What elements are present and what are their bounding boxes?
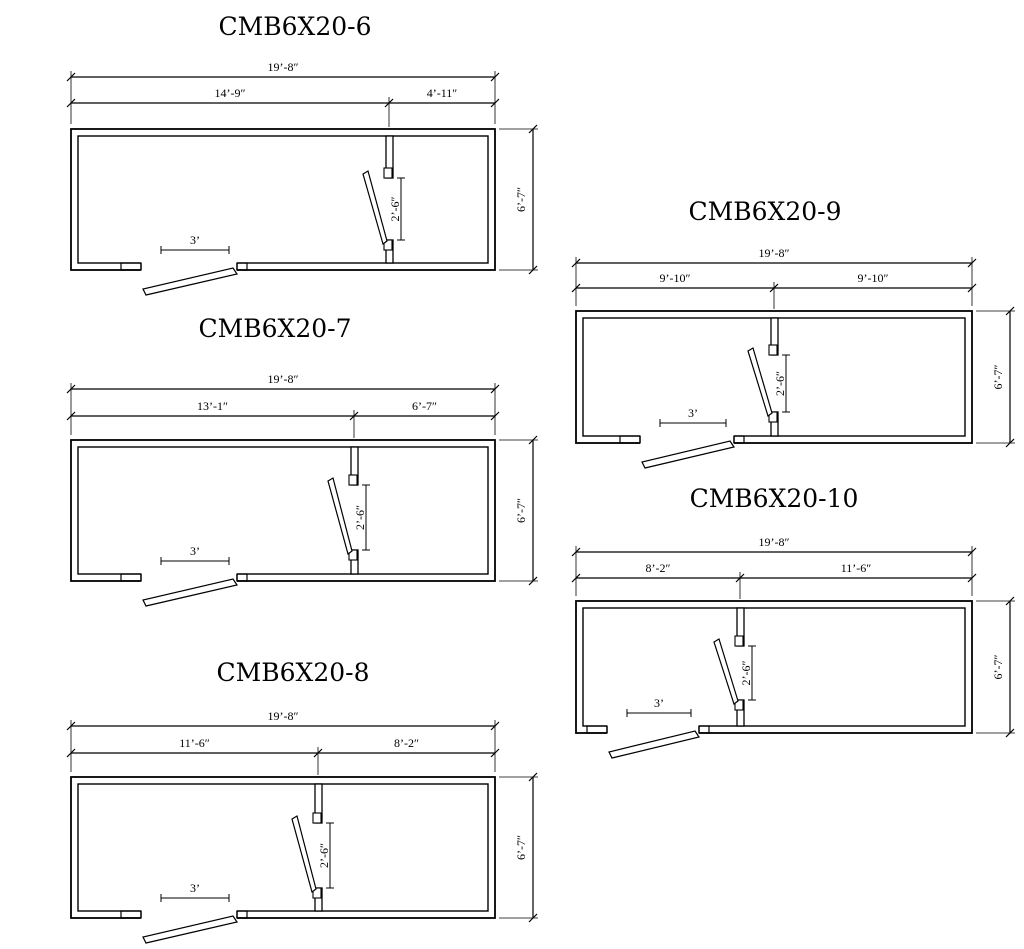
overall-width-dimension: 19’-8″ [268, 60, 299, 74]
partition-jamb-bottom [383, 239, 393, 251]
door-opening [640, 435, 734, 444]
door-jamb-left [120, 262, 142, 271]
door-jamb-left [120, 910, 142, 919]
exterior-door-dimension: 3’ [190, 544, 200, 558]
plan-cmb6x20-8: 3’ 2’-6″ 19’-8″ 11’-6″ 8’-2″ 6’-7″ [66, 709, 538, 944]
inner-wall [77, 783, 489, 912]
right-room-dimension: 9’-10″ [858, 271, 889, 285]
plan-title-cmb6x20-7: CMB6X20-7 [198, 314, 352, 343]
left-room-dimension: 8’-2″ [646, 561, 671, 575]
door-jamb-left [619, 435, 641, 444]
door-jamb-right [236, 573, 248, 582]
exterior-door-leaf [641, 440, 735, 469]
depth-dimension: 6’-7″ [991, 655, 1005, 680]
interior-door-leaf [291, 815, 317, 894]
exterior-door-leaf [142, 915, 238, 944]
interior-door-dimension: 2’-6″ [388, 197, 402, 222]
plan-title-cmb6x20-6: CMB6X20-6 [218, 12, 372, 41]
plan-cmb6x20-9: 3’ 2’-6″ 19’-8″ 9’-10″ 9’-10″ 6’-7″ [571, 246, 1015, 469]
door-jamb-right [236, 262, 248, 271]
exterior-door-dimension: 3’ [688, 406, 698, 420]
plan-cmb6x20-7: 3’ 2’-6″ 19’-8″ 13’-1″ 6’-7″ 6’-7″ [66, 372, 538, 607]
partition-jamb-bottom [348, 549, 358, 561]
overall-width-dimension: 19’-8″ [268, 709, 299, 723]
exterior-door-leaf [142, 267, 238, 296]
door-jamb-left [120, 573, 142, 582]
left-room-dimension: 14’-9″ [215, 86, 246, 100]
depth-dimension: 6’-7″ [514, 187, 528, 212]
depth-dimension: 6’-7″ [514, 835, 528, 860]
exterior-door-dimension: 3’ [190, 233, 200, 247]
outer-wall [575, 600, 973, 734]
door-opening [141, 573, 237, 582]
door-jamb-right [733, 435, 745, 444]
exterior-door-leaf [608, 730, 700, 759]
outer-wall [70, 776, 496, 919]
exterior-door-leaf [142, 578, 238, 607]
partition-jamb-bottom [768, 411, 778, 423]
outer-wall [70, 128, 496, 271]
overall-width-dimension: 19’-8″ [759, 246, 790, 260]
inner-wall [77, 446, 489, 575]
plan-cmb6x20-10: 3’ 2’-6″ 19’-8″ 8’-2″ 11’-6″ 6’-7″ [571, 535, 1015, 759]
interior-door-dimension: 2’-6″ [739, 661, 753, 686]
depth-dimension: 6’-7″ [514, 498, 528, 523]
interior-door-dimension: 2’-6″ [317, 843, 331, 868]
plan-title-cmb6x20-9: CMB6X20-9 [688, 197, 842, 226]
interior-door-leaf [747, 347, 773, 417]
outer-wall [575, 310, 973, 444]
left-room-dimension: 13’-1″ [197, 399, 228, 413]
interior-door-leaf [327, 477, 353, 556]
partition-jamb-bottom [312, 887, 322, 899]
door-jamb-right [236, 910, 248, 919]
right-room-dimension: 6’-7″ [412, 399, 437, 413]
inner-wall [582, 607, 966, 727]
exterior-door-dimension: 3’ [654, 696, 664, 710]
overall-width-dimension: 19’-8″ [759, 535, 790, 549]
plan-cmb6x20-6: 3’ 2’-6″ 19’-8″ 14’-9″ 4’-11″ 6’-7″ [66, 60, 538, 296]
plan-title-cmb6x20-10: CMB6X20-10 [689, 484, 859, 513]
overall-width-dimension: 19’-8″ [268, 372, 299, 386]
door-opening [141, 262, 237, 271]
exterior-door-dimension: 3’ [190, 881, 200, 895]
interior-door-leaf [362, 170, 388, 246]
partition-jamb-top [312, 812, 322, 824]
partition-jamb-top [383, 167, 393, 179]
inner-wall [77, 135, 489, 264]
plan-title-cmb6x20-8: CMB6X20-8 [216, 658, 370, 687]
outer-wall [70, 439, 496, 582]
interior-door-leaf [713, 638, 739, 705]
door-jamb-left [586, 725, 608, 734]
partition-jamb-bottom [734, 699, 744, 711]
partition-jamb-top [734, 635, 744, 647]
left-room-dimension: 9’-10″ [660, 271, 691, 285]
left-room-dimension: 11’-6″ [179, 736, 210, 750]
door-opening [607, 725, 699, 734]
right-room-dimension: 4’-11″ [427, 86, 458, 100]
interior-door-dimension: 2’-6″ [773, 371, 787, 396]
depth-dimension: 6’-7″ [991, 365, 1005, 390]
right-room-dimension: 8’-2″ [394, 736, 419, 750]
interior-door-dimension: 2’-6″ [353, 505, 367, 530]
door-jamb-right [698, 725, 710, 734]
partition-jamb-top [348, 474, 358, 486]
partition-jamb-top [768, 344, 778, 356]
door-opening [141, 910, 237, 919]
right-room-dimension: 11’-6″ [841, 561, 872, 575]
